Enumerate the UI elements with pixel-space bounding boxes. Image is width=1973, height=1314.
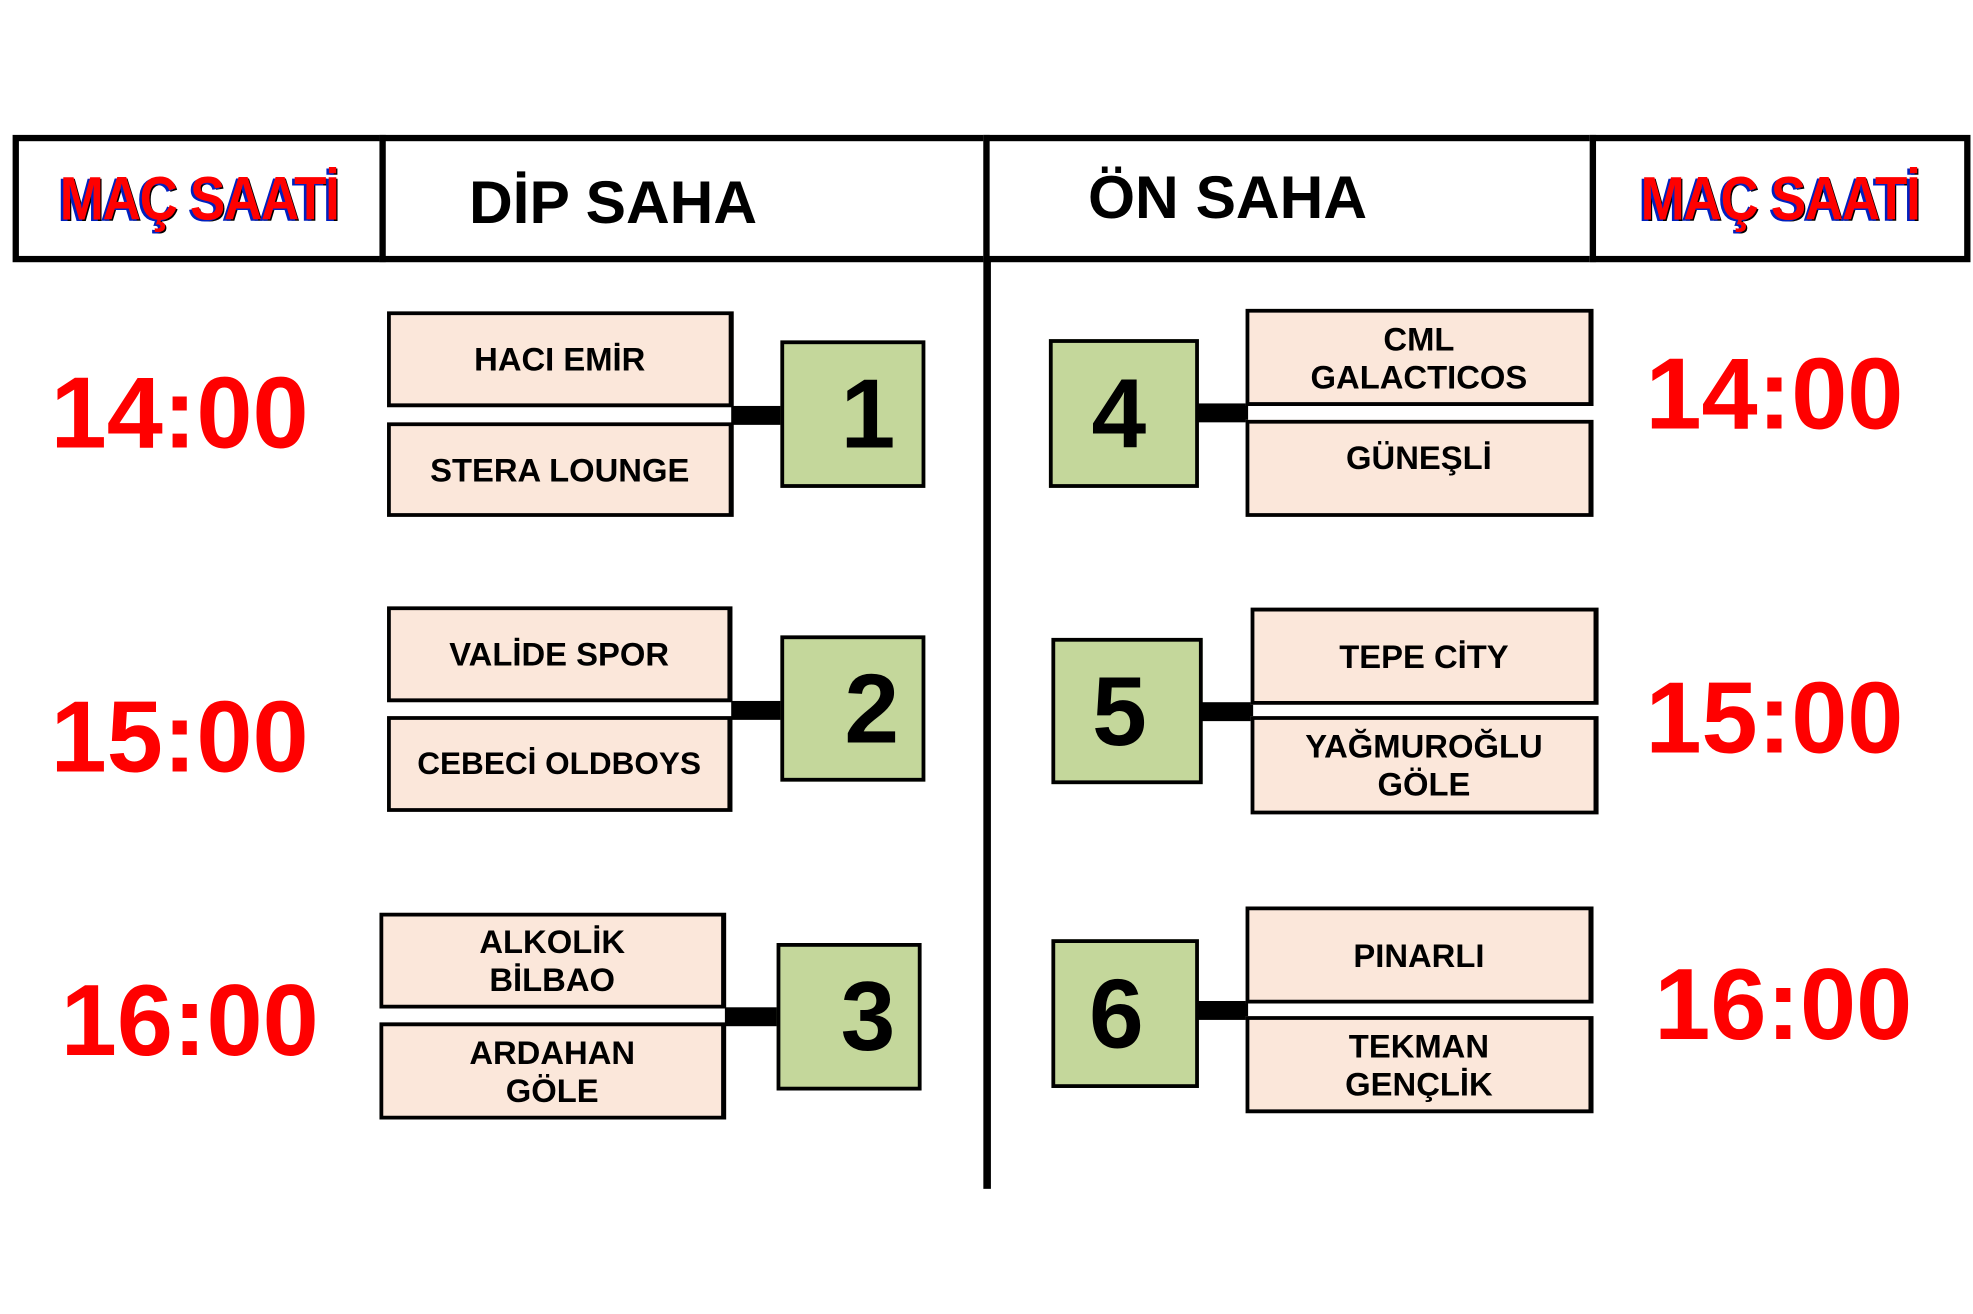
match-time: 14:00 bbox=[50, 356, 309, 469]
team-box: TEPE CİTY bbox=[1250, 607, 1599, 705]
match-number: 3 bbox=[776, 943, 922, 1091]
bracket-connector bbox=[731, 700, 785, 720]
match-number: 4 bbox=[1048, 339, 1199, 488]
match-number: 6 bbox=[1051, 939, 1199, 1088]
team-box: PINARLI bbox=[1245, 906, 1594, 1004]
field-title-on-saha: ÖN SAHA bbox=[1087, 165, 1368, 232]
team-box: GÜNEŞLİ bbox=[1245, 419, 1594, 517]
match-time: 15:00 bbox=[1645, 661, 1904, 775]
match-time-label: MAÇ SAATİ bbox=[59, 163, 340, 232]
match-time: 16:00 bbox=[60, 964, 319, 1077]
match-time: 14:00 bbox=[1645, 337, 1904, 451]
header-time-cell-right: MAÇ SAATİ bbox=[1589, 134, 1971, 263]
header-field-cell-left: DİP SAHA bbox=[379, 134, 990, 263]
bracket-connector bbox=[1196, 1000, 1249, 1020]
match-number: 2 bbox=[780, 635, 926, 782]
team-box: CEBECİ OLDBOYS bbox=[387, 716, 733, 812]
bracket-connector bbox=[724, 1007, 781, 1027]
field-title-dip-saha: DİP SAHA bbox=[468, 170, 758, 238]
match-time: 16:00 bbox=[1654, 948, 1913, 1061]
match-number: 1 bbox=[780, 340, 926, 488]
match-number: 5 bbox=[1051, 637, 1203, 785]
bracket-connector bbox=[731, 405, 785, 425]
team-box: YAĞMUROĞLU GÖLE bbox=[1250, 716, 1599, 815]
center-divider bbox=[983, 258, 991, 1189]
header-time-cell-left: MAÇ SAATİ bbox=[12, 134, 386, 263]
header-field-cell-right: ÖN SAHA bbox=[983, 134, 1597, 263]
bracket-connector bbox=[1196, 403, 1249, 423]
team-box: STERA LOUNGE bbox=[387, 422, 734, 517]
match-time: 15:00 bbox=[50, 680, 309, 793]
bracket-connector bbox=[1200, 702, 1254, 722]
team-box: VALİDE SPOR bbox=[387, 606, 733, 703]
match-time-label: MAÇ SAATİ bbox=[1640, 163, 1921, 232]
team-box: TEKMAN GENÇLİK bbox=[1245, 1016, 1594, 1114]
team-box: HACI EMİR bbox=[387, 311, 734, 408]
team-box: ARDAHAN GÖLE bbox=[379, 1022, 727, 1120]
team-box: ALKOLİK BİLBAO bbox=[379, 912, 727, 1009]
team-box: CML GALACTICOS bbox=[1245, 308, 1594, 406]
